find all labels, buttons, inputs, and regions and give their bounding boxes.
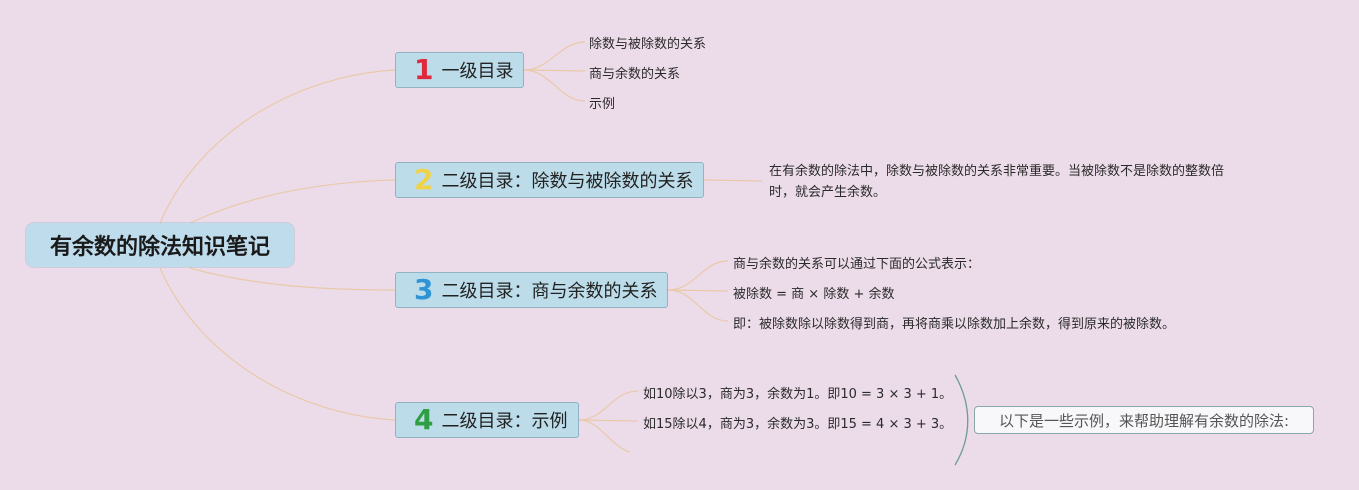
branch-1-leaf-2[interactable]: 商与余数的关系 bbox=[589, 67, 681, 82]
connector-b1-leaf2 bbox=[523, 69, 586, 72]
connector-b4-leaf1 bbox=[578, 390, 639, 421]
branch-4-number: 4 bbox=[414, 403, 434, 436]
branch-2-note-line-1: 在有余数的除法中，除数与被除数的关系非常重要。当被除数不是除数的整数倍 bbox=[769, 164, 1225, 179]
branch-2-note-line-2: 时，就会产生余数。 bbox=[769, 185, 887, 200]
branch-3-leaf-1[interactable]: 商与余数的关系可以通过下面的公式表示： bbox=[733, 257, 981, 272]
summary-callout[interactable]: 以下是一些示例，来帮助理解有余数的除法: bbox=[974, 406, 1314, 434]
connector-b2-leaf bbox=[703, 179, 763, 182]
branch-3-leaf-3[interactable]: 即：被除数除以除数得到商，再将商乘以除数加上余数，得到原来的被除数。 bbox=[733, 317, 1176, 332]
branch-4-label: 二级目录：示例 bbox=[441, 411, 568, 432]
branch-3[interactable]: 3 二级目录：商与余数的关系 bbox=[395, 272, 668, 308]
connector-root-b3 bbox=[189, 267, 396, 291]
connector-b4-leaf3 bbox=[578, 419, 631, 453]
branch-2[interactable]: 2 二级目录：除数与被除数的关系 bbox=[395, 162, 704, 198]
branch-1-label: 一级目录 bbox=[441, 61, 514, 82]
branch-1[interactable]: 1 一级目录 bbox=[395, 52, 524, 88]
root-title: 有余数的除法知识笔记 bbox=[49, 235, 270, 260]
branch-3-leaf-2[interactable]: 被除数 = 商 × 除数 + 余数 bbox=[733, 287, 895, 302]
connector-b3-leaf2 bbox=[667, 289, 729, 292]
branch-1-leaf-3[interactable]: 示例 bbox=[589, 97, 616, 112]
branch-4-leaf-2[interactable]: 如15除以4，商为3，余数为3。即15 = 4 × 3 + 3。 bbox=[643, 417, 953, 432]
connector-b3-leaf3 bbox=[667, 289, 729, 322]
connector-b3-leaf1 bbox=[667, 260, 729, 291]
branch-2-label: 二级目录：除数与被除数的关系 bbox=[441, 171, 694, 192]
branch-4-leaf-1[interactable]: 如10除以3，商为3，余数为1。即10 = 3 × 3 + 1。 bbox=[643, 387, 953, 402]
connector-b1-leaf3 bbox=[523, 69, 586, 102]
connector-root-b1 bbox=[159, 69, 396, 224]
branch-2-note[interactable]: 在有余数的除法中，除数与被除数的关系非常重要。当被除数不是除数的整数倍 时，就会… bbox=[769, 161, 1269, 203]
connector-root-b2 bbox=[189, 179, 396, 224]
branch-4[interactable]: 4 二级目录：示例 bbox=[395, 402, 579, 438]
root-topic[interactable]: 有余数的除法知识笔记 bbox=[26, 223, 294, 267]
branch-3-label: 二级目录：商与余数的关系 bbox=[441, 281, 658, 302]
branch-3-number: 3 bbox=[414, 273, 434, 306]
connector-b1-leaf1 bbox=[523, 41, 586, 71]
branch-1-leaf-1[interactable]: 除数与被除数的关系 bbox=[589, 37, 707, 52]
summary-callout-text: 以下是一些示例，来帮助理解有余数的除法: bbox=[998, 411, 1290, 430]
summary-brace bbox=[954, 374, 969, 466]
branch-2-number: 2 bbox=[414, 163, 434, 196]
connector-root-b4 bbox=[159, 267, 396, 421]
connector-b4-leaf2 bbox=[578, 419, 639, 422]
branch-1-number: 1 bbox=[414, 53, 434, 86]
